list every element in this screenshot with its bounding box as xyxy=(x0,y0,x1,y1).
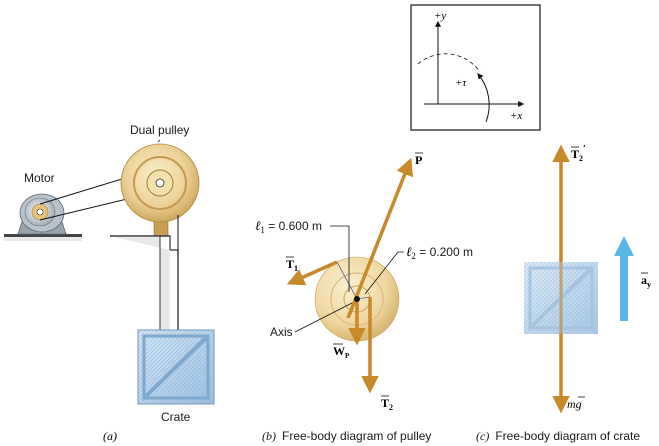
force-p-arrow xyxy=(346,157,413,319)
axis-leader xyxy=(294,302,353,333)
l2-label: ℓ2 = 0.200 m xyxy=(406,244,473,261)
l1-label: ℓ1 = 0.600 m xyxy=(255,218,322,235)
caption-b: (b)Free-body diagram of pulley xyxy=(262,429,431,443)
ay-label: ay xyxy=(641,273,651,289)
motor-floor xyxy=(4,234,82,241)
pulley-ledge xyxy=(110,235,179,330)
plus-y-label: +y xyxy=(434,10,446,22)
panel-a: Motor Dual pulley xyxy=(4,123,215,424)
dual-pulley-leader xyxy=(157,139,161,143)
coordinate-axes: +y +x +τ xyxy=(410,4,541,131)
crate-label: Crate xyxy=(161,410,191,424)
caption-c: (c)Free-body diagram of crate xyxy=(476,429,640,443)
wp-label: WP xyxy=(333,344,350,360)
lever-arm-l1 xyxy=(336,261,358,300)
plus-tau-label: +τ xyxy=(455,77,467,89)
panel-c: T2′ ay mg xyxy=(524,144,651,414)
force-t1-arrow xyxy=(286,260,338,286)
plus-x-label: +x xyxy=(510,110,522,122)
mg-label: mg xyxy=(567,397,582,411)
t2prime-label: T2′ xyxy=(571,144,586,163)
motor-label: Motor xyxy=(24,171,55,185)
dual-pulley-icon xyxy=(120,143,200,223)
t2-label: T2 xyxy=(381,396,393,412)
dual-pulley-label: Dual pulley xyxy=(130,123,189,137)
axis-point xyxy=(354,296,360,302)
panel-b: ℓ1 = 0.600 m ℓ2 = 0.200 m Axis P T1 T2 W… xyxy=(255,152,473,412)
caption-a: (a) xyxy=(103,429,117,443)
p-label: P xyxy=(415,153,422,167)
acceleration-arrow xyxy=(614,236,634,321)
l2-leader xyxy=(364,251,404,295)
t1-label: T1 xyxy=(286,257,298,273)
motor-icon xyxy=(19,193,65,233)
l1-leader xyxy=(330,225,350,292)
crate-icon xyxy=(137,329,215,405)
axis-label: Axis xyxy=(270,325,293,339)
